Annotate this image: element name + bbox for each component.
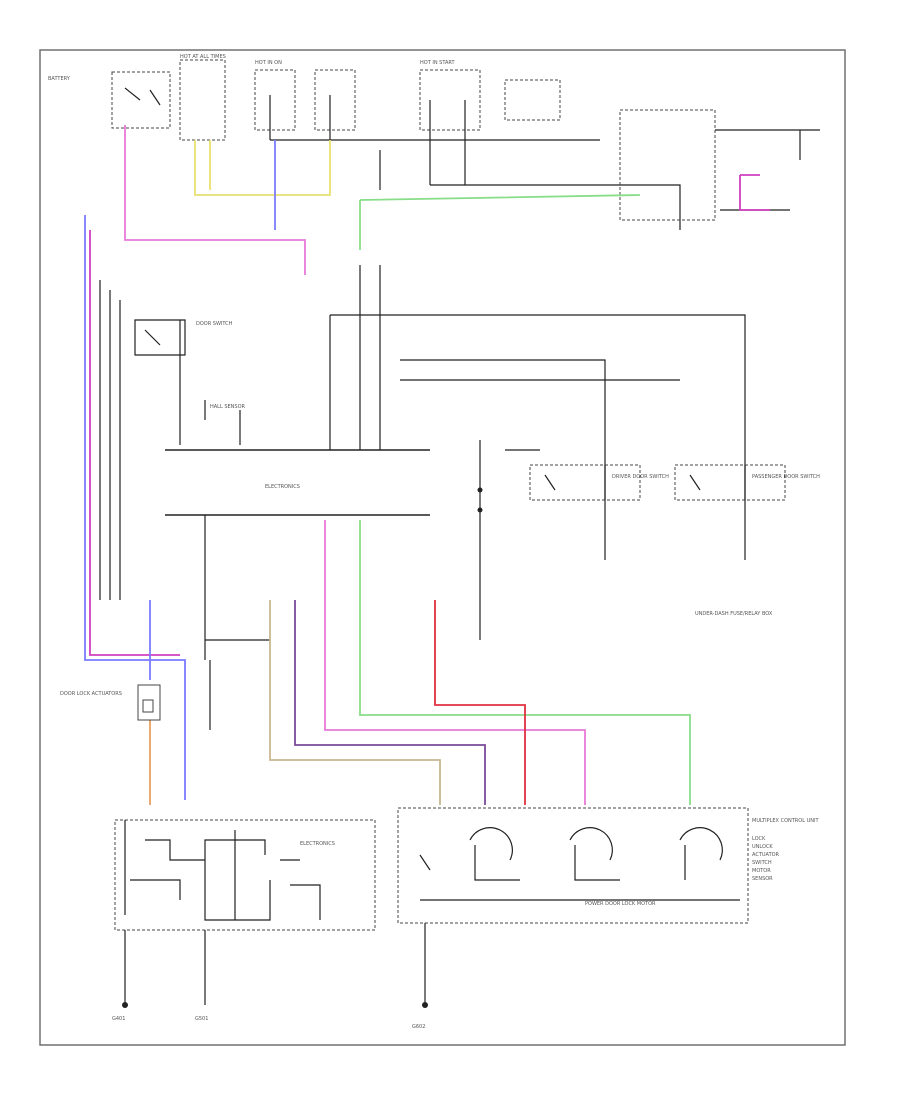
passenger-door-switch-box bbox=[674, 464, 786, 501]
actuator-list-0: LOCK bbox=[752, 836, 766, 842]
label-electronics-lower: ELECTRONICS bbox=[300, 841, 335, 847]
actuator-list-3: SWITCH bbox=[752, 860, 772, 866]
top-colored-wires bbox=[124, 125, 770, 275]
label-passenger-door-switch: PASSENGER DOOR SWITCH bbox=[752, 474, 820, 480]
grounds: G401 G501 G602 bbox=[112, 923, 428, 1030]
actuator-list-4: MOTOR bbox=[752, 868, 771, 874]
junction-box bbox=[504, 79, 561, 121]
label-ground-left: G401 bbox=[112, 1016, 125, 1022]
label-hall-sensor: HALL SENSOR bbox=[210, 404, 246, 410]
motor-unit-box bbox=[397, 807, 749, 924]
label-hot-in-start: HOT IN START bbox=[420, 60, 456, 66]
label-hot-at-all-times: HOT AT ALL TIMES bbox=[180, 54, 226, 60]
fuse-block-c bbox=[419, 69, 481, 131]
label-ground-center-left: G501 bbox=[195, 1016, 208, 1022]
label-driver-door-switch: DRIVER DOOR SWITCH bbox=[612, 474, 669, 480]
label-lock-motor: POWER DOOR LOCK MOTOR bbox=[585, 901, 656, 907]
lower-electronics-box bbox=[114, 819, 376, 931]
label-ground-right: G602 bbox=[412, 1024, 425, 1030]
motor-unit: MULTIPLEX CONTROL UNIT LOCK UNLOCK ACTUA… bbox=[397, 807, 819, 924]
actuator-list-1: UNLOCK bbox=[752, 844, 773, 850]
label-battery: BATTERY bbox=[48, 76, 71, 82]
electronics-center-bus: ELECTRONICS bbox=[165, 265, 746, 640]
label-hot-in-on: HOT IN ON bbox=[255, 60, 282, 66]
label-door-lock-actuators: DOOR LOCK ACTUATORS bbox=[60, 691, 122, 697]
label-door-switch: DOOR SWITCH bbox=[196, 321, 233, 327]
label-under-dash-fuse-box: UNDER-DASH FUSE/RELAY BOX bbox=[695, 611, 773, 617]
door-switch-boxes: DRIVER DOOR SWITCH PASSENGER DOOR SWITCH bbox=[529, 464, 820, 501]
left-relay: DOOR LOCK ACTUATORS bbox=[60, 684, 161, 721]
actuator-list-2: ACTUATOR bbox=[752, 852, 780, 858]
diagram-border bbox=[39, 49, 846, 1046]
label-electronics-center: ELECTRONICS bbox=[265, 484, 300, 490]
battery-relay-box bbox=[111, 71, 171, 129]
left-vertical-wires: DOOR SWITCH HALL SENSOR bbox=[84, 215, 246, 800]
hot-at-all-times-fuse-box bbox=[179, 59, 226, 141]
electronics-drop-wires: UNDER-DASH FUSE/RELAY BOX bbox=[149, 515, 773, 805]
label-multiplex-unit: MULTIPLEX CONTROL UNIT bbox=[752, 818, 819, 824]
battery-fuse-section: BATTERY HOT AT ALL TIMES HOT IN ON HOT I… bbox=[48, 54, 820, 230]
fuse-block-b bbox=[314, 69, 356, 131]
bottom-left-electronics: ELECTRONICS bbox=[114, 819, 376, 931]
right-connector-box bbox=[619, 109, 716, 221]
fuse-block-a bbox=[254, 69, 296, 131]
actuator-list-5: SENSOR bbox=[752, 876, 773, 882]
driver-door-switch-box bbox=[529, 464, 641, 501]
